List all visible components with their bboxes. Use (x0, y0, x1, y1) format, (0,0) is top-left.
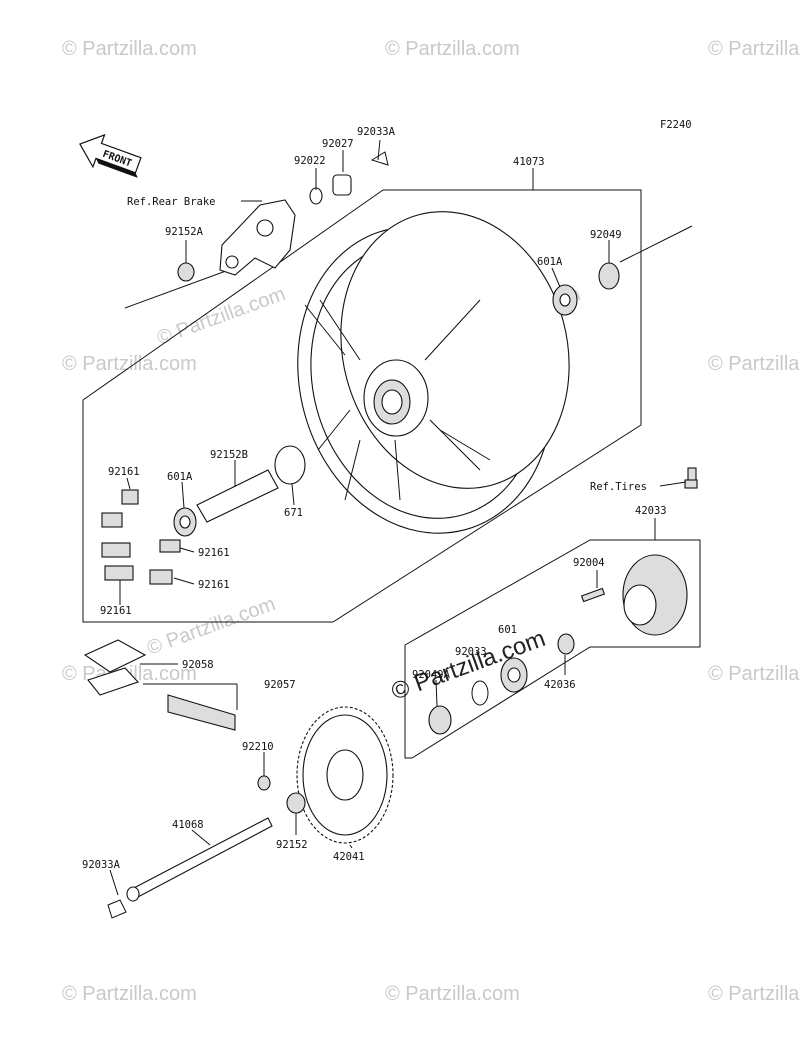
axle (107, 817, 273, 919)
sprocket (296, 706, 394, 844)
label-92152[interactable]: 92152 (276, 839, 308, 851)
rear-wheel (297, 211, 570, 534)
label-601A[interactable]: 601A (167, 471, 193, 483)
watermark: © Partzilla.com (62, 353, 197, 375)
label-92161[interactable]: 92161 (100, 605, 132, 617)
label-92049A[interactable]: 92049A (412, 669, 451, 681)
watermark: © Partzilla.com (62, 983, 197, 1005)
coupling-box (404, 539, 701, 759)
label-92022[interactable]: 92022 (294, 155, 326, 167)
label-42036[interactable]: 42036 (544, 679, 576, 691)
figure-code: F2240 (660, 119, 692, 131)
label-92033[interactable]: 92033 (455, 646, 487, 658)
label-41068[interactable]: 41068 (172, 819, 204, 831)
watermark: © Partzilla.com (144, 593, 278, 660)
watermark: © Partzilla.com (708, 983, 800, 1005)
parts-top (177, 151, 620, 316)
watermark: © Partzilla.com (708, 38, 800, 60)
watermark: © Partzilla.com (385, 983, 520, 1005)
parts-left (101, 445, 306, 585)
label-ref-tires[interactable]: Ref.Tires (590, 481, 647, 493)
part-labels: 92033A 92027 92022 Ref.Rear Brake 92152A… (82, 126, 667, 871)
label-92033A[interactable]: 92033A (82, 859, 121, 871)
label-92004[interactable]: 92004 (573, 557, 605, 569)
label-92058[interactable]: 92058 (182, 659, 214, 671)
front-arrow-icon: FRONT (79, 133, 142, 178)
label-92049[interactable]: 92049 (590, 229, 622, 241)
label-601[interactable]: 601 (498, 624, 517, 636)
label-671[interactable]: 671 (284, 507, 303, 519)
label-92033A[interactable]: 92033A (357, 126, 396, 138)
label-92210[interactable]: 92210 (242, 741, 274, 753)
label-92152A[interactable]: 92152A (165, 226, 204, 238)
leader-lines (109, 139, 687, 896)
brake-bracket (219, 199, 296, 276)
wheel-assembly-box (82, 189, 693, 623)
chain (83, 639, 236, 731)
parts-bottom (257, 775, 306, 814)
label-92027[interactable]: 92027 (322, 138, 354, 150)
label-92152B[interactable]: 92152B (210, 449, 248, 461)
watermark: © Partzilla.com (385, 38, 520, 60)
watermark: © Partzilla.com (708, 353, 800, 375)
label-92161[interactable]: 92161 (198, 579, 230, 591)
label-601A[interactable]: 601A (537, 256, 563, 268)
watermark: © Partzilla.com (62, 38, 197, 60)
label-42033[interactable]: 42033 (635, 505, 667, 517)
label-41073[interactable]: 41073 (513, 156, 545, 168)
label-42041[interactable]: 42041 (333, 851, 365, 863)
label-92057[interactable]: 92057 (264, 679, 296, 691)
tire-valve (684, 467, 698, 489)
watermark: © Partzilla.com (708, 663, 800, 685)
watermark: © Partzilla.com (154, 283, 288, 350)
label-92161[interactable]: 92161 (198, 547, 230, 559)
label-92161[interactable]: 92161 (108, 466, 140, 478)
label-ref-rear-brake[interactable]: Ref.Rear Brake (127, 196, 216, 208)
